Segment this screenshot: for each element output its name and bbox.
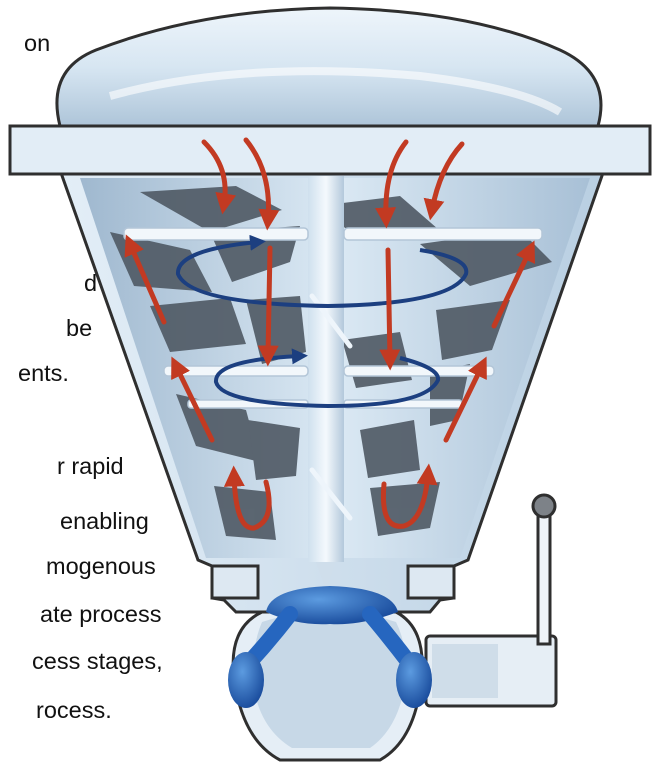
lever-housing [426,636,556,706]
lid-rim [10,126,650,174]
left-collar [212,566,258,598]
valve-lever-handle [533,495,555,644]
right-collar [408,566,454,598]
handle-knob-icon [533,495,555,517]
lid-dome [57,8,601,126]
